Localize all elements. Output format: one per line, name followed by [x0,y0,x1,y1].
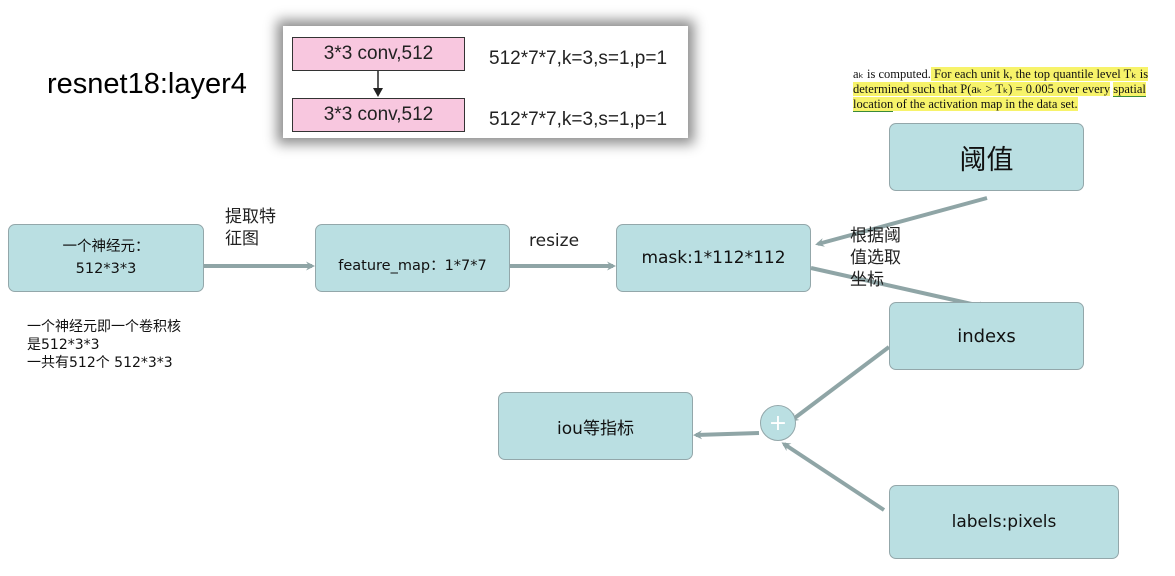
neuron-node: 一个神经元： 512*3*3 [8,224,204,292]
page-title: resnet18:layer4 [47,68,247,100]
arrow-mask-to-indexs [810,266,988,311]
neuron-node-line1: 一个神经元： [62,239,150,255]
edge-label-select: 根据阈 值选取 坐标 [850,225,901,291]
iou-node: iou等指标 [498,392,693,460]
edge-label-select-line2: 值选取 [850,248,901,268]
plus-icon: + [760,405,796,441]
conv-arrow [373,71,383,97]
labels-node: labels:pixels [889,485,1119,559]
edge-label-select-line1: 根据阈 [850,226,901,246]
paper-excerpt-highlight: For each unit k, the top quantile level … [853,67,1149,96]
arrow-indexs-to-plus [789,345,891,422]
neuron-note: 一个神经元即一个卷积核 是512*3*3 一共有512个 512*3*3 [27,318,181,372]
layer4-block-panel: 3*3 conv,512 512*7*7,k=3,s=1,p=1 3*3 con… [283,26,688,138]
edge-label-select-line3: 坐标 [850,270,884,290]
mask-node: mask:1*112*112 [616,224,811,292]
conv2-spec: 512*7*7,k=3,s=1,p=1 [489,109,668,130]
arrow-plus-to-iou [693,430,760,440]
edge-label-extract-line1: 提取特 [225,207,276,227]
conv1-spec: 512*7*7,k=3,s=1,p=1 [489,48,668,69]
edge-label-extract-line2: 征图 [225,229,259,249]
arrow-labels-to-plus [781,442,886,512]
conv1-box: 3*3 conv,512 [292,37,465,71]
conv2-box: 3*3 conv,512 [292,98,465,132]
paper-excerpt: aₖ is computed. For each unit k, the top… [853,67,1165,112]
paper-excerpt-highlight-end: of the activation map in the data set. [893,97,1078,111]
neuron-node-line2: 512*3*3 [75,261,137,277]
edge-label-extract: 提取特 征图 [225,206,276,250]
feature-map-node: feature_map：1*7*7 [315,224,510,292]
neuron-note-line3: 一共有512个 512*3*3 [27,355,173,371]
paper-excerpt-prefix: aₖ is computed. [853,67,931,81]
edge-label-resize: resize [529,231,580,251]
neuron-note-line1: 一个神经元即一个卷积核 [27,319,181,335]
arrow-threshold-to-mask [815,196,988,247]
neuron-note-line2: 是512*3*3 [27,337,100,353]
indexs-node: indexs [889,302,1084,370]
threshold-node: 阈值 [889,123,1084,191]
